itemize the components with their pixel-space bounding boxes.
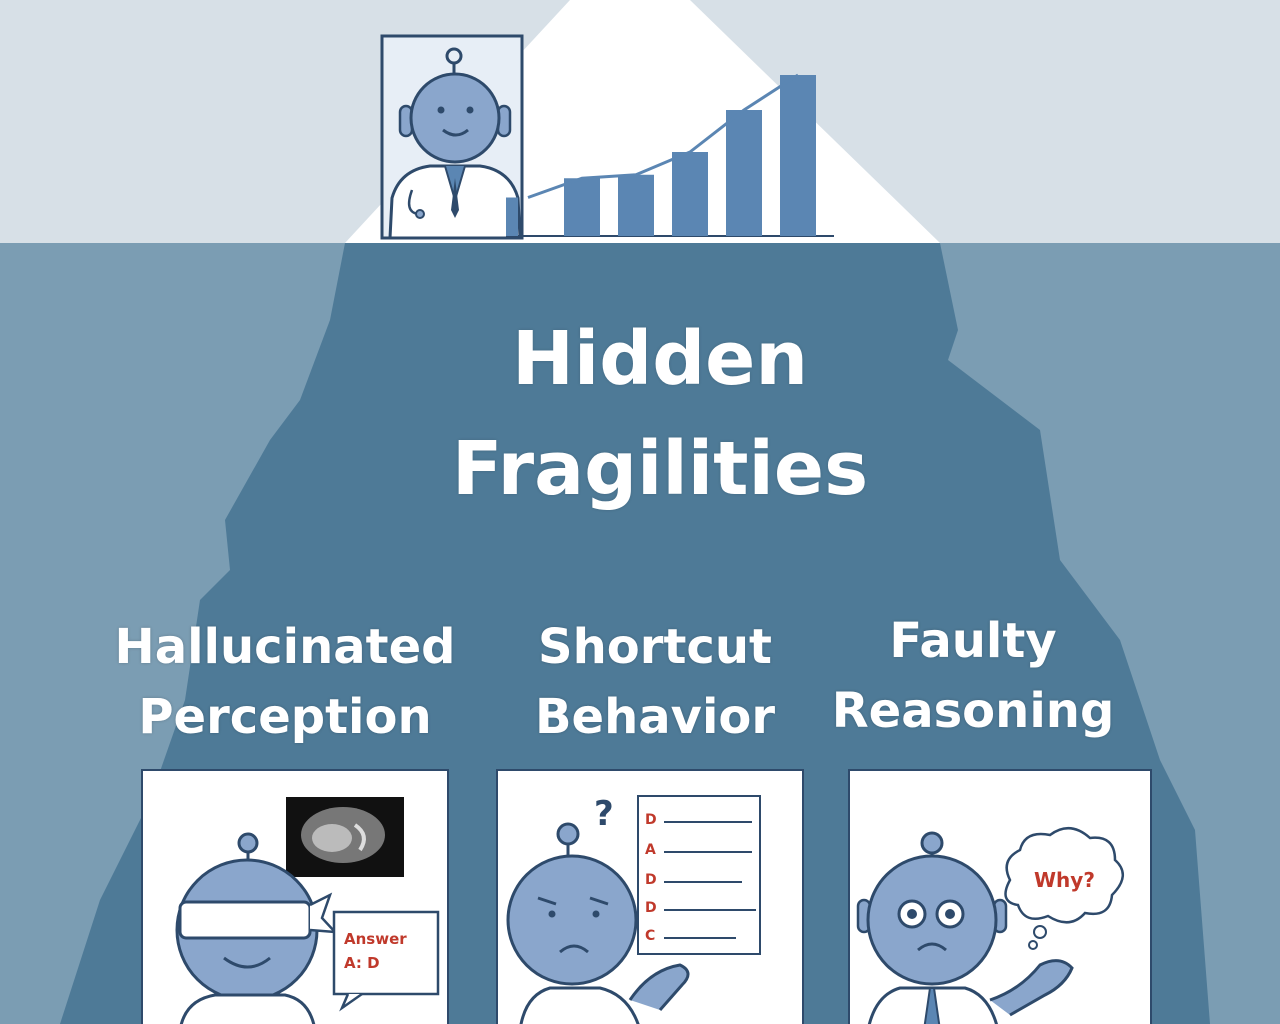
chart-bar [780, 75, 816, 236]
answer-choice-text: A: D [344, 954, 380, 972]
chart-bar [506, 197, 518, 236]
category-label-line1: Faulty [889, 613, 1057, 669]
choice-letter: A [645, 842, 656, 858]
answer-text: Answer [344, 930, 407, 948]
doctor-robot-portrait [380, 34, 524, 240]
blindfold [178, 900, 312, 940]
choice-letter: C [645, 928, 656, 944]
panel-shortcut-behavior [496, 769, 804, 1024]
category-shortcut-behavior: Shortcut Behavior [505, 612, 805, 752]
category-label-line1: Shortcut [538, 619, 772, 675]
panel-hallucinated-perception [141, 769, 449, 1024]
category-hallucinated-perception: Hallucinated Perception [90, 612, 480, 752]
chart-trend-line [527, 73, 799, 199]
chart-bar [726, 110, 762, 236]
chart-bar [618, 174, 654, 236]
answer-speech-bubble [332, 910, 440, 996]
thought-bubble [1004, 827, 1124, 924]
choice-letter: D [645, 812, 657, 828]
category-label-line2: Behavior [534, 689, 776, 745]
category-label-line1: Hallucinated [114, 619, 456, 675]
category-label-line2: Perception [138, 689, 432, 745]
title-line-1: Hidden [511, 316, 809, 402]
why-text: Why? [1034, 868, 1095, 892]
choice-letter: D [645, 900, 657, 916]
title-line-2: Fragilities [451, 426, 869, 512]
panel-faulty-reasoning [848, 769, 1152, 1024]
chart-bar [672, 152, 708, 236]
choice-letter: D [645, 872, 657, 888]
category-label-line2: Reasoning [831, 683, 1115, 739]
category-faulty-reasoning: Faulty Reasoning [818, 606, 1128, 746]
question-mark: ? [594, 794, 614, 834]
performance-bar-chart [506, 73, 834, 237]
chart-bar [564, 178, 600, 236]
